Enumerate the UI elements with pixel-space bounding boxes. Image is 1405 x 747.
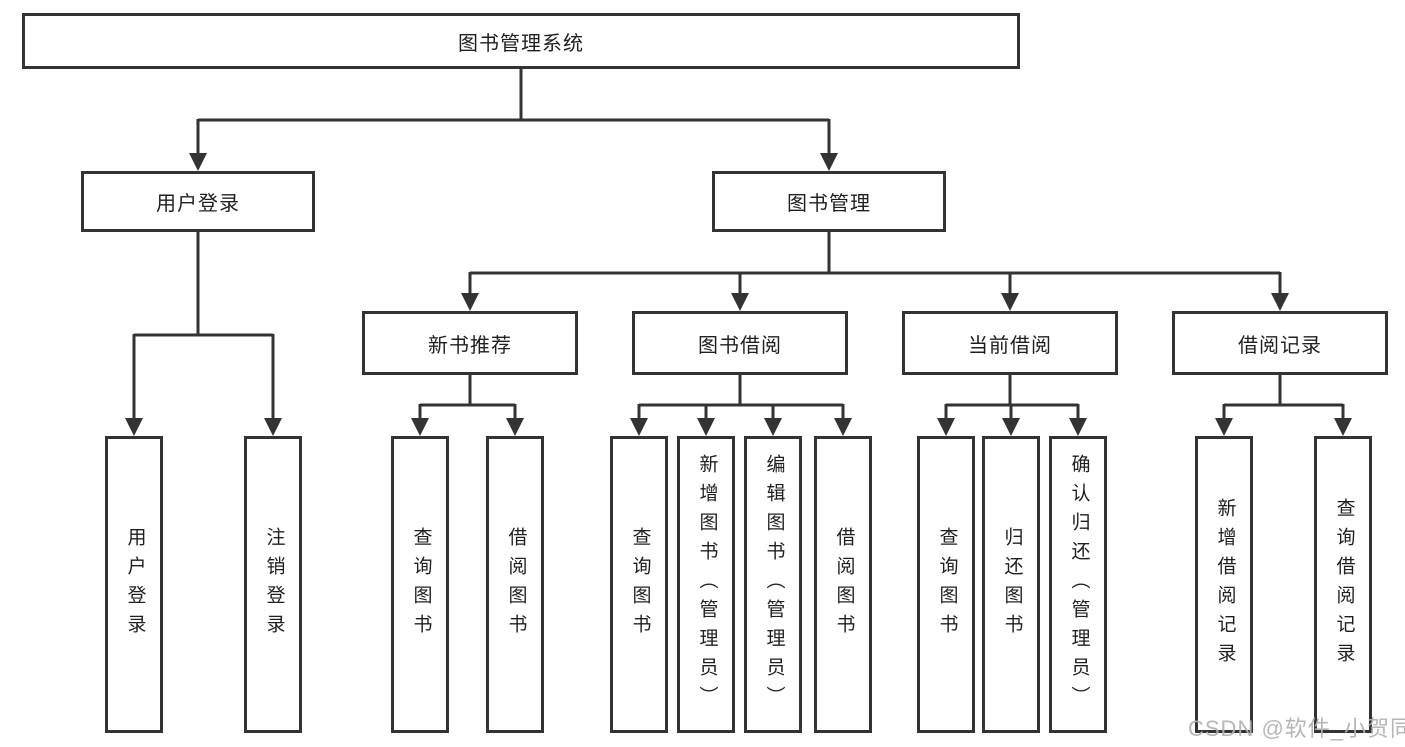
node-library-system: 图书管理系统 <box>22 13 1020 69</box>
leaf-label: 用户登录 <box>124 526 146 643</box>
leaf-label: 查询图书 <box>629 526 651 643</box>
leaf-label: 查询图书 <box>936 526 958 643</box>
node-borrow-books-leaf: 借阅图书 <box>814 436 872 733</box>
node-user-login-leaf: 用户登录 <box>105 436 163 733</box>
node-borrow-books-recommend: 借阅图书 <box>486 436 544 733</box>
node-query-books-borrow: 查询图书 <box>610 436 668 733</box>
arrowheads <box>125 153 1352 436</box>
node-query-books-current: 查询图书 <box>917 436 975 733</box>
node-edit-book-admin: 编辑图书（管理员） <box>744 436 802 733</box>
leaf-label: 编辑图书（管理员） <box>763 454 785 715</box>
leaf-label: 归还图书 <box>1001 526 1023 643</box>
node-current-borrow: 当前借阅 <box>902 311 1118 375</box>
leaf-label: 查询图书 <box>410 526 432 643</box>
leaf-label: 确认归还（管理员） <box>1068 454 1090 715</box>
node-query-borrow-record: 查询借阅记录 <box>1314 436 1372 733</box>
node-query-books-recommend: 查询图书 <box>391 436 449 733</box>
node-add-borrow-record: 新增借阅记录 <box>1195 436 1253 733</box>
leaf-label: 借阅图书 <box>505 526 527 643</box>
node-logout-leaf: 注销登录 <box>244 436 302 733</box>
leaf-label: 查询借阅记录 <box>1333 497 1355 672</box>
leaf-label: 新增图书（管理员） <box>696 454 718 715</box>
node-return-book: 归还图书 <box>982 436 1040 733</box>
leaf-label: 新增借阅记录 <box>1214 497 1236 672</box>
node-new-book-recommend: 新书推荐 <box>362 311 578 375</box>
leaf-label: 借阅图书 <box>833 526 855 643</box>
node-borrow-records: 借阅记录 <box>1172 311 1388 375</box>
node-add-book-admin: 新增图书（管理员） <box>677 436 735 733</box>
leaf-label: 注销登录 <box>263 526 285 643</box>
node-book-management: 图书管理 <box>712 171 946 232</box>
csdn-watermark: CSDN @软件_小贺同学 <box>1188 716 1405 741</box>
node-user-login: 用户登录 <box>81 171 315 232</box>
node-confirm-return-admin: 确认归还（管理员） <box>1049 436 1107 733</box>
node-book-borrow: 图书借阅 <box>632 311 848 375</box>
